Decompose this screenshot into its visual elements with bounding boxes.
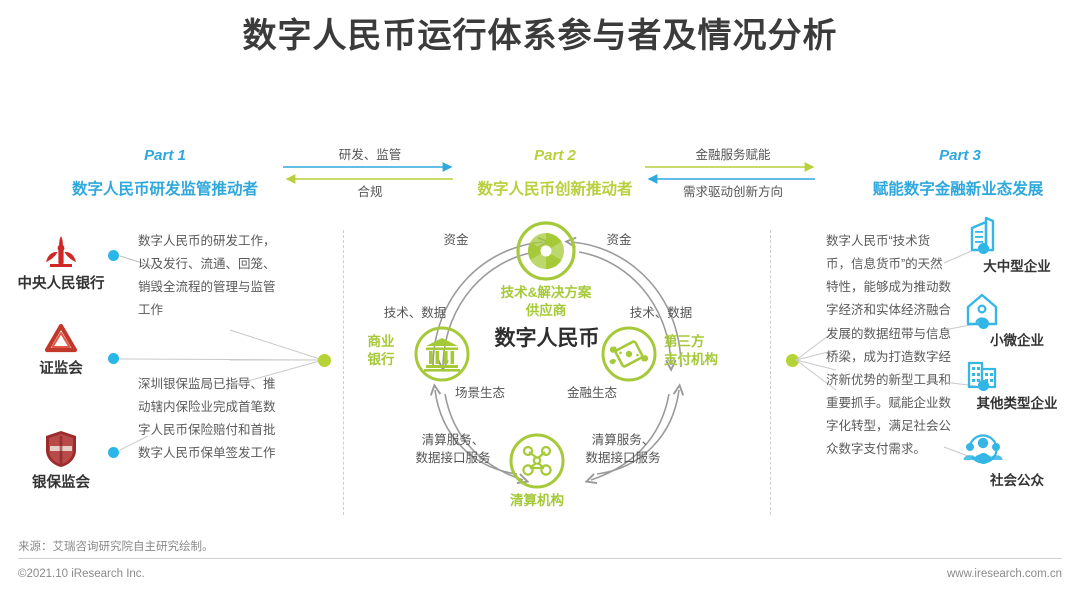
source-note: 来源：艾瑞咨询研究院自主研究绘制。 bbox=[18, 541, 214, 553]
cycle-node-thirdparty-caption-l1: 第三方 bbox=[664, 334, 705, 349]
csrc-logo-icon bbox=[8, 313, 114, 355]
flying-money-icon bbox=[601, 326, 657, 382]
part3-title: 赋能数字金融新业态发展 bbox=[872, 181, 1044, 198]
center-keyword: 数字人民币 bbox=[494, 327, 600, 350]
part1-converge-lines bbox=[229, 329, 324, 387]
flow-label-clearing-right-l1: 清算服务、 bbox=[591, 433, 655, 447]
flow-label-clearing-left-l2: 数据接口服务 bbox=[415, 450, 491, 465]
entity-other-enterprise[interactable]: 其他类型企业 bbox=[962, 355, 1072, 412]
buildings-icon bbox=[967, 361, 997, 389]
flow-label-funds-left: 资金 bbox=[443, 233, 469, 247]
connector-line-pboc bbox=[119, 255, 153, 267]
connector-line-other-enterprise bbox=[943, 381, 977, 387]
flow-label-clearing-right: 清算服务、 数据接口服务 bbox=[575, 432, 671, 467]
people-group-icon bbox=[963, 434, 1003, 464]
entity-public-label: 社会公众 bbox=[990, 473, 1044, 488]
small-house-icon bbox=[966, 293, 998, 326]
flow-label-clearing-right-l2: 数据接口服务 bbox=[585, 450, 661, 465]
part1-label: Part 1 bbox=[144, 147, 186, 164]
part1-note-2: 深圳银保监局已指导、推动辖内保险业完成首笔数字人民币保险赔付和首批数字人民币保单… bbox=[138, 377, 276, 461]
cycle-node-bank-caption-l1: 商业 bbox=[367, 334, 395, 349]
connector-dot-cbirc bbox=[108, 447, 119, 458]
connector-dot-large-enterprise bbox=[978, 243, 989, 254]
bridge-left-arrows bbox=[283, 162, 453, 184]
flow-label-clearing-left: 清算服务、 数据接口服务 bbox=[405, 432, 501, 467]
copyright-text: ©2021.10 iResearch Inc. bbox=[18, 568, 145, 580]
cycle-node-clearing[interactable] bbox=[508, 432, 566, 490]
part3-label: Part 3 bbox=[939, 147, 981, 164]
entity-pboc-label: 中央人民银行 bbox=[17, 276, 105, 292]
bridge-right-top-label: 金融服务赋能 bbox=[695, 148, 771, 162]
converge-dot-left bbox=[318, 354, 331, 367]
part3-note: 数字人民币“技术货币，信息货币”的天然特性，能够成为推动数字经济和实体经济融合发… bbox=[826, 234, 952, 457]
cycle-node-clearing-caption-l1: 清算机构 bbox=[510, 493, 564, 508]
connector-line-large-enterprise bbox=[943, 248, 977, 264]
connector-dot-pboc bbox=[108, 250, 119, 261]
divider-right bbox=[770, 230, 771, 515]
pboc-logo-icon bbox=[8, 228, 114, 270]
part3-fan-lines bbox=[795, 329, 837, 391]
page-title: 数字人民币运行体系参与者及情况分析 bbox=[242, 17, 838, 55]
cycle-node-tech-caption-l2: 供应商 bbox=[525, 303, 567, 319]
bridge-left-bottom-label: 合规 bbox=[357, 185, 383, 199]
flow-label-scene-eco: 场景生态 bbox=[454, 386, 505, 400]
part2-label: Part 2 bbox=[534, 147, 576, 164]
entity-public[interactable]: 社会公众 bbox=[962, 432, 1072, 489]
connector-dot-csrc bbox=[108, 353, 119, 364]
website-url[interactable]: www.iresearch.com.cn bbox=[946, 568, 1062, 580]
bridge-right-bottom-label: 需求驱动创新方向 bbox=[682, 185, 783, 199]
entity-csrc-label: 证监会 bbox=[39, 361, 83, 377]
cycle-node-tech[interactable] bbox=[515, 220, 577, 282]
flow-label-fin-eco: 金融生态 bbox=[566, 386, 617, 400]
cycle-node-thirdparty-caption-l2: 支付机构 bbox=[664, 352, 718, 368]
entity-cbirc-label: 银保监会 bbox=[32, 475, 90, 491]
bridge-right-arrows bbox=[645, 162, 815, 184]
flow-label-techdata-left: 技术、数据 bbox=[383, 306, 447, 320]
entity-small-enterprise-label: 小微企业 bbox=[990, 333, 1044, 348]
cycle-node-tech-caption-l1: 技术&解决方案 bbox=[500, 285, 592, 300]
flow-label-funds-right: 资金 bbox=[606, 233, 632, 247]
bank-building-icon bbox=[414, 326, 470, 382]
entity-large-enterprise[interactable]: 大中型企业 bbox=[962, 214, 1072, 275]
cycle-node-bank-caption-l2: 银行 bbox=[367, 352, 395, 368]
converge-dot-right bbox=[786, 354, 799, 367]
aperture-icon bbox=[516, 221, 576, 281]
entity-small-enterprise[interactable]: 小微企业 bbox=[962, 290, 1072, 349]
part1-title: 数字人民币研发监管推动者 bbox=[71, 181, 258, 198]
entity-csrc[interactable]: 证监会 bbox=[8, 313, 114, 378]
entity-pboc[interactable]: 中央人民银行 bbox=[8, 228, 114, 293]
cycle-node-thirdparty-caption: 第三方 支付机构 bbox=[664, 333, 756, 369]
flow-label-clearing-left-l1: 清算服务、 bbox=[421, 433, 485, 447]
cycle-node-clearing-caption: 清算机构 bbox=[487, 492, 587, 510]
divider-left bbox=[343, 230, 344, 515]
cycle-node-bank-caption: 商业 银行 bbox=[353, 333, 409, 369]
network-nodes-icon bbox=[509, 433, 565, 489]
flow-label-techdata-right: 技术、数据 bbox=[629, 306, 693, 320]
connector-dot-other-enterprise bbox=[978, 380, 989, 391]
cycle-node-thirdparty[interactable] bbox=[600, 325, 658, 383]
part1-note-1: 数字人民币的研发工作，以及发行、流通、回笼、销毁全流程的管理与监管工作 bbox=[138, 234, 276, 318]
entity-other-enterprise-label: 其他类型企业 bbox=[976, 396, 1058, 411]
cycle-node-tech-caption: 技术&解决方案 供应商 bbox=[466, 284, 626, 320]
cycle-node-bank[interactable] bbox=[413, 325, 471, 383]
entity-cbirc[interactable]: 银保监会 bbox=[8, 427, 114, 492]
connector-line-cbirc bbox=[119, 435, 149, 451]
entity-large-enterprise-label: 大中型企业 bbox=[983, 259, 1051, 274]
office-tower-icon bbox=[970, 216, 995, 252]
bridge-left-top-label: 研发、监管 bbox=[338, 148, 402, 162]
cbirc-shield-icon bbox=[8, 427, 114, 469]
part2-title: 数字人民币创新推动者 bbox=[477, 181, 633, 198]
footer-divider bbox=[18, 558, 1062, 559]
